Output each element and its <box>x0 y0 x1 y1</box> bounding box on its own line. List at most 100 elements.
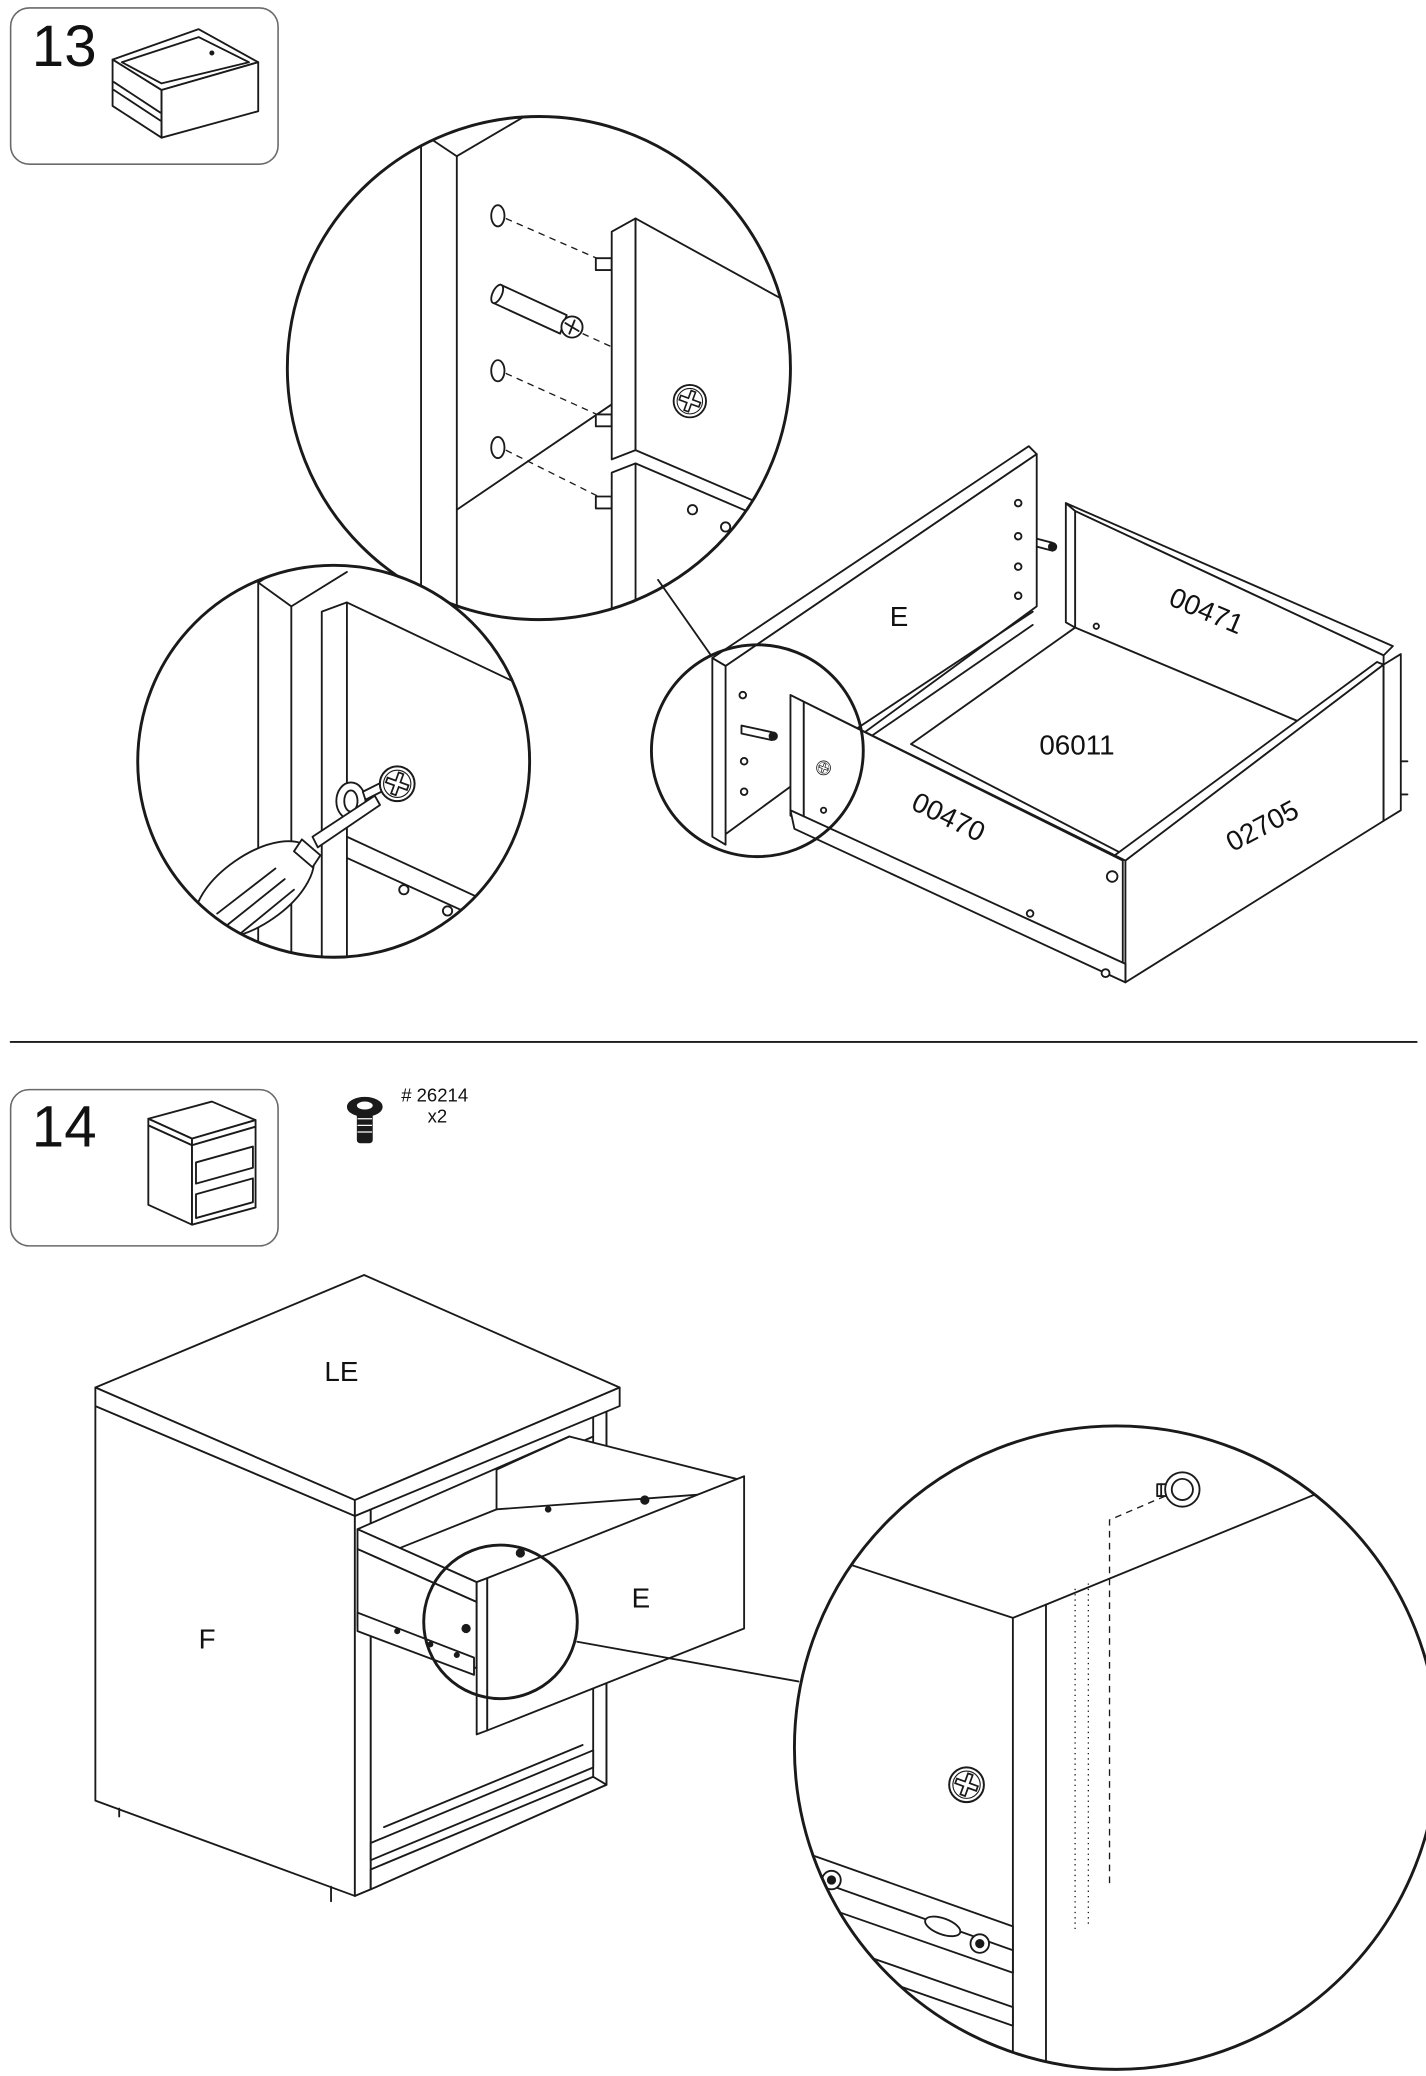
rail-hole <box>453 1651 460 1659</box>
base-line <box>353 1888 372 1897</box>
label-side-panel: E <box>890 601 909 632</box>
dowel-pin <box>594 413 613 428</box>
drawer-inner-line <box>396 1508 498 1550</box>
phillips-screw-icon <box>948 1766 985 1804</box>
step-13-header: 13 <box>9 7 279 165</box>
drawer-back-top <box>495 1435 571 1471</box>
screwdriver-grip-lines <box>216 867 295 939</box>
drawer-front-edge <box>475 1577 489 1736</box>
panel-groove-line <box>846 610 1034 736</box>
hardware-callout: # 26214 x2 <box>346 1085 468 1144</box>
panel-hole <box>738 690 748 700</box>
drawer-hole <box>640 1495 650 1505</box>
cam-dowel-head <box>768 731 778 741</box>
rail-hole <box>394 1628 401 1635</box>
label-side-panel: F <box>199 1623 216 1654</box>
hidden-edge-lines <box>1074 1583 1090 1934</box>
step-number: 13 <box>32 14 97 79</box>
side-panel-edge <box>711 657 727 846</box>
zoom-detail-dowel-insertion <box>285 115 792 622</box>
top-side-edge <box>353 1386 621 1517</box>
panel-groove-line <box>853 623 1034 749</box>
panel-hole <box>1013 562 1023 571</box>
front-panel-edge <box>610 217 637 461</box>
thumb-drawer <box>195 1145 254 1185</box>
panel-hole <box>1025 909 1035 918</box>
hardware-quantity: x2 <box>428 1106 448 1127</box>
front-panel-00470 <box>789 694 1127 984</box>
panel-hole <box>1092 622 1100 630</box>
shelf-edge <box>369 1749 595 1862</box>
plinth <box>369 1775 608 1891</box>
rail-screw-center <box>826 1875 837 1885</box>
screw-guide-line <box>1108 1495 1166 1887</box>
rail-slot <box>924 1915 962 1938</box>
cam-dowel-end <box>490 283 505 305</box>
drawer-inner-line <box>495 1492 716 1511</box>
thumb-hole <box>209 50 215 56</box>
front-panel-edge <box>320 601 348 958</box>
rail-screw-center <box>975 1938 985 1949</box>
thumb-shelf-opening <box>195 1177 254 1219</box>
zoom-connector-line <box>657 578 712 657</box>
thumb-rail <box>112 89 162 122</box>
right-panel-02705 <box>1113 653 1409 984</box>
drawer-slide-rail <box>356 1611 475 1676</box>
top-panel-le <box>94 1274 621 1517</box>
panel-hole <box>1013 531 1023 541</box>
panel-hole <box>739 757 749 766</box>
step-14-header: 14 <box>9 1088 279 1247</box>
panel-hole <box>686 504 699 516</box>
cabinet-thumbnail-icon <box>147 1100 257 1226</box>
dowel-pin <box>594 257 613 272</box>
back-panel-edge <box>1064 502 1077 629</box>
panel-groove-line <box>455 396 624 511</box>
phillips-screw-icon <box>672 384 707 419</box>
zoom-circle <box>793 1424 1426 2071</box>
panel-hole <box>720 521 732 533</box>
drawer-assembly: E 00471 06011 00470 02705 <box>711 445 1409 984</box>
dowel-pin <box>594 495 613 510</box>
label-drawer-front: E <box>632 1582 651 1613</box>
phillips-screw-icon <box>378 765 416 803</box>
screw-head-inner <box>1170 1477 1194 1501</box>
side-panel-edge <box>420 131 458 620</box>
open-drawer <box>356 1435 746 1736</box>
drawer-front-e <box>486 1475 746 1732</box>
panel-hole <box>398 884 410 896</box>
drawer-hole <box>544 1506 552 1513</box>
panel-hole <box>441 905 454 917</box>
screw-head-socket <box>356 1101 373 1110</box>
step-number: 14 <box>32 1095 97 1160</box>
front-panel-edge <box>789 694 805 825</box>
step-14: 14 # 26214 x2 <box>9 1085 1426 2071</box>
zoom-detail-content <box>794 1425 1426 2070</box>
thumb-rail <box>112 81 162 114</box>
front-panel-face <box>345 601 530 935</box>
hardware-code: # 26214 <box>401 1085 468 1106</box>
drawer-hole <box>515 1548 525 1558</box>
panel-hole <box>739 787 749 796</box>
cam-dowel-head <box>1047 542 1058 552</box>
step-13: 13 <box>9 7 1409 984</box>
dowel-hole <box>490 204 506 228</box>
nightstand-cabinet: LE E F <box>94 1274 746 1903</box>
panel-hole <box>1013 591 1023 601</box>
screwdriver-ferrule <box>293 838 322 869</box>
screw-icon <box>346 1096 383 1144</box>
screwdriver-shaft <box>311 794 381 849</box>
thumb-front <box>160 61 260 139</box>
shelf-back-line <box>383 1744 584 1829</box>
panel-edge-line <box>455 116 571 158</box>
drawer-front-edge <box>1011 1603 1047 2070</box>
cam-dowel-head-slot <box>564 319 580 335</box>
dowel-hole <box>490 435 506 460</box>
zoom-circle <box>285 115 792 622</box>
phillips-screw-icon <box>816 760 831 776</box>
zoom-circle <box>136 563 532 959</box>
back-panel-00471 <box>1021 502 1394 727</box>
highlight-circle <box>649 643 865 859</box>
right-panel-edge <box>1382 653 1402 822</box>
panel-hole <box>1013 498 1023 508</box>
